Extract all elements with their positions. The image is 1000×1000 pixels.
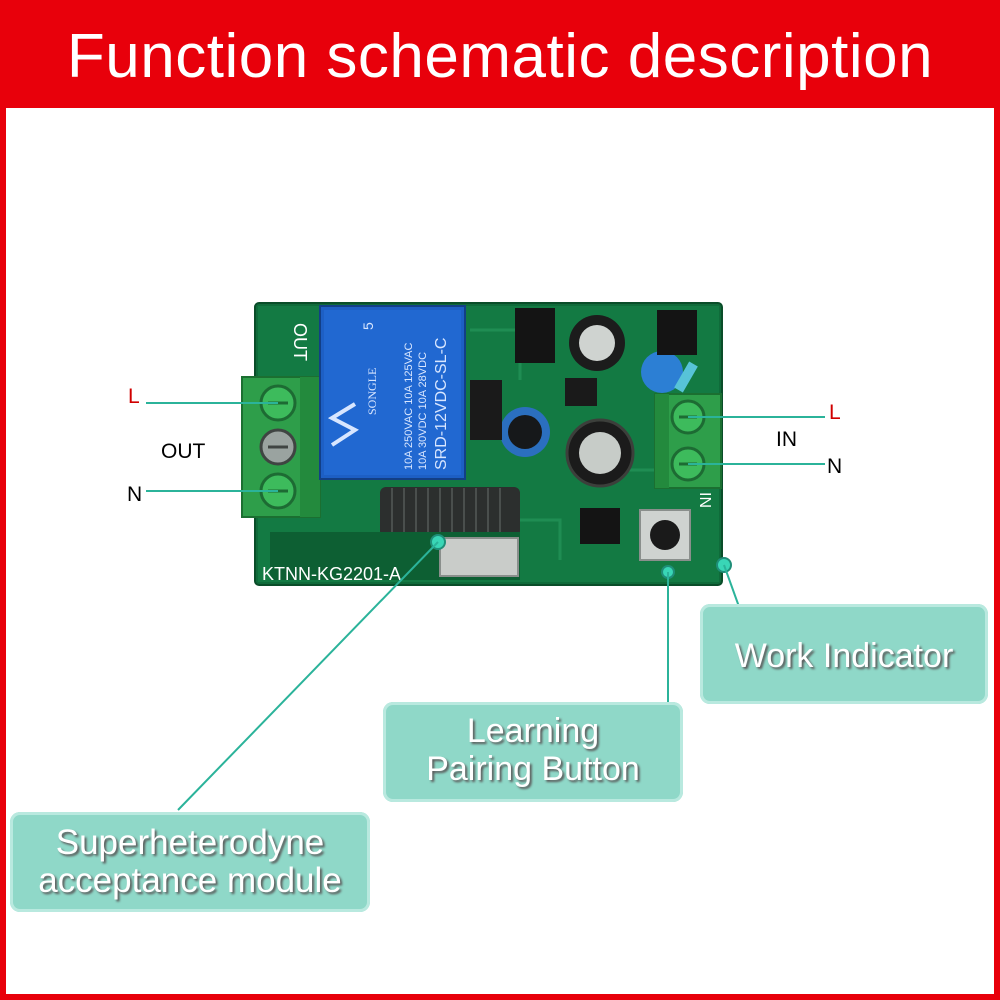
super-text-line2: acceptance module [38, 861, 342, 900]
in-n-label: N [827, 455, 843, 478]
work-indicator-callout: Work Indicator [700, 604, 988, 704]
out-l-label: L [128, 385, 140, 408]
learning-button-callout: Learning Pairing Button [383, 702, 683, 802]
relay-spec-1: 10A 250VAC 10A 125VAC [403, 343, 415, 470]
learning-text-line2: Pairing Button [426, 750, 640, 788]
songle-logo-icon [327, 402, 359, 447]
out-terminal-block [241, 376, 321, 518]
relay-mark: 5 [360, 322, 376, 330]
superheterodyne-callout: Superheterodyne acceptance module [10, 812, 370, 912]
out-n-label: N [127, 483, 143, 506]
page-title: Function schematic description [66, 22, 934, 91]
wires [146, 402, 825, 492]
antenna-coil [380, 487, 520, 537]
relay: 10A 250VAC 10A 125VAC 10A 30VDC 10A 28VD… [319, 305, 466, 480]
board-model-text: KTNN-KG2201-A [262, 564, 401, 584]
out-label: OUT [161, 440, 206, 463]
components [470, 308, 698, 544]
relay-spec-3: SRD-12VDC-SL-C [433, 338, 450, 470]
relay-spec-2: 10A 30VDC 10A 28VDC [417, 352, 429, 470]
in-label: IN [776, 428, 797, 451]
board-in-mark: IN [696, 492, 713, 508]
in-l-label: L [829, 401, 841, 424]
learning-text-line1: Learning [466, 712, 600, 750]
work-indicator-text: Work Indicator [734, 637, 954, 675]
receiver-module [270, 532, 520, 580]
board-out-mark: OUT [290, 323, 310, 361]
in-terminal-block [654, 393, 722, 489]
relay-brand: SONGLE [365, 368, 379, 415]
super-text-line1: Superheterodyne [55, 823, 325, 862]
